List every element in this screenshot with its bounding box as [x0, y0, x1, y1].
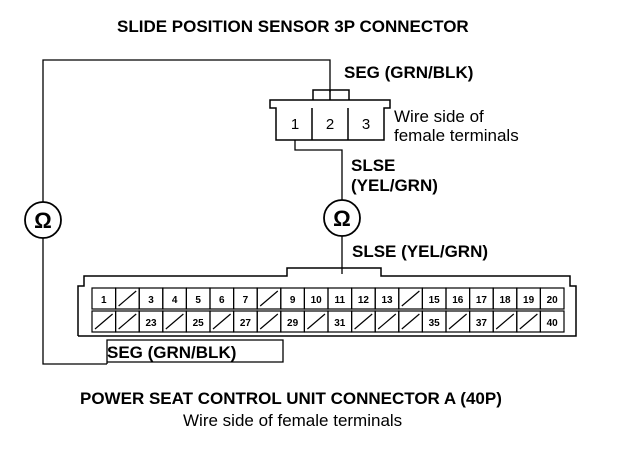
connector-a-empty-cavity	[259, 290, 279, 307]
connector-a-pin-label: 27	[240, 318, 252, 329]
sensor-pin-2: 2	[326, 116, 334, 133]
slse-lower-label: SLSE (YEL/GRN)	[352, 242, 488, 261]
sensor-pin-3: 3	[362, 116, 370, 133]
slse-label-2: (YEL/GRN)	[351, 176, 438, 195]
connector-a-empty-cavity	[401, 290, 420, 307]
sensor-note-line2: female terminals	[394, 126, 519, 145]
connector-a-empty-cavity	[118, 313, 137, 330]
connector-a-empty-cavity	[377, 313, 397, 330]
ohmmeter-left-circle	[24, 201, 62, 239]
connector-a-pin-label: 12	[358, 295, 370, 306]
connector-a-pin-label: 18	[499, 295, 511, 306]
connector-a-pin-label: 3	[148, 295, 154, 306]
connector-a-empty-cavity	[118, 290, 137, 307]
connector-a-pin-label: 16	[452, 295, 464, 306]
ohmmeter-middle: Ω	[323, 199, 361, 237]
slse-label-1: SLSE	[351, 156, 395, 175]
connector-a-pin-label: 7	[243, 295, 249, 306]
connector-a-pin-label: 37	[476, 318, 488, 329]
connector-a-pin-label: 35	[429, 318, 441, 329]
connector-a-empty-cavity	[307, 313, 326, 330]
connector-a-empty-cavity	[519, 313, 538, 330]
connector-a-pin-label: 6	[219, 295, 225, 306]
connector-a-pin-label: 9	[290, 295, 296, 306]
connector-a-pin-label: 15	[429, 295, 441, 306]
connector-a-empty-cavity	[354, 313, 373, 330]
ohmmeter-middle-circle	[323, 199, 361, 237]
connector-a-empty-cavity	[448, 313, 467, 330]
sensor-note-line1: Wire side of	[394, 107, 484, 126]
connector-a-empty-cavity	[495, 313, 515, 330]
sensor-3p-connector	[269, 89, 391, 141]
ohm-middle-icon: Ω	[333, 206, 351, 231]
connector-a-pin-label: 4	[172, 295, 178, 306]
connector-a-pin-label: 25	[193, 318, 205, 329]
seg-bottom-label: SEG (GRN/BLK)	[107, 343, 236, 362]
control-unit-note: Wire side of female terminals	[183, 411, 402, 430]
sensor-connector-title: SLIDE POSITION SENSOR 3P CONNECTOR	[117, 17, 469, 36]
control-unit-title: POWER SEAT CONTROL UNIT CONNECTOR A (40P…	[80, 389, 502, 408]
connector-a-cell	[539, 287, 565, 310]
connector-a-pin-label: 23	[145, 318, 157, 329]
connector-a-housing	[77, 267, 577, 337]
connector-a-pin-label: 11	[335, 295, 346, 306]
connector-a-pin-label: 17	[476, 295, 488, 306]
connector-a-pin-label: 31	[334, 318, 346, 329]
connector-a-pin-label: 20	[547, 295, 559, 306]
connector-a-pin-label: 19	[523, 295, 535, 306]
connector-a-pin-label: 40	[547, 318, 559, 329]
connector-a-empty-cavity	[401, 313, 420, 330]
connector-a-pin-label: 29	[287, 318, 299, 329]
connector-a-pin-label: 1	[101, 295, 107, 306]
connector-a-pin-label: 5	[195, 295, 201, 306]
connector-a-pin-label: 13	[381, 295, 393, 306]
ohm-left-icon: Ω	[34, 208, 52, 233]
sensor-pin-1: 1	[291, 116, 299, 133]
connector-a-empty-cavity	[165, 313, 184, 330]
connector-a-cell	[539, 310, 565, 333]
connector-a-empty-cavity	[259, 313, 279, 330]
connector-a-pin-label: 10	[311, 295, 323, 306]
connector-a-empty-cavity	[212, 313, 231, 330]
seg-wire	[42, 59, 331, 365]
seg-top-label: SEG (GRN/BLK)	[344, 63, 473, 82]
connector-a-empty-cavity	[94, 313, 113, 330]
ohmmeter-left: Ω	[24, 201, 62, 239]
